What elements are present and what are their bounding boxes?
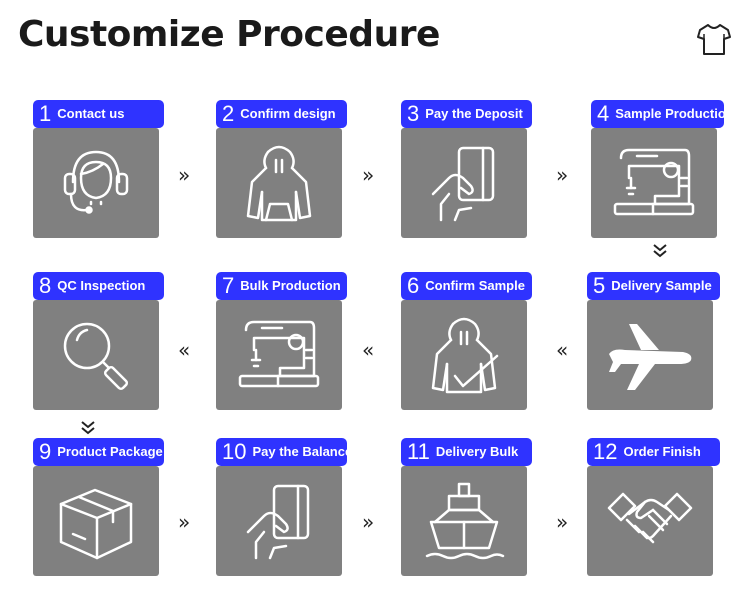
- step-6: 6 Confirm Sample: [401, 272, 532, 410]
- arrow-right: »: [556, 510, 569, 534]
- step-title: Sample Production: [615, 106, 734, 121]
- hoodie-icon: [246, 145, 312, 222]
- step-label: 3 Pay the Deposit: [401, 100, 532, 128]
- step-7: 7 Bulk Production: [216, 272, 347, 410]
- step-card: [401, 466, 527, 576]
- step-label: 6 Confirm Sample: [401, 272, 532, 300]
- step-9: 9 Product Package: [33, 438, 164, 576]
- step-number: 5: [593, 273, 606, 298]
- step-title: Bulk Production: [240, 278, 341, 293]
- step-title: Delivery Bulk: [435, 444, 519, 459]
- arrow-right: »: [362, 510, 375, 534]
- step-title: QC Inspection: [57, 278, 146, 293]
- tshirt-icon: [697, 24, 731, 55]
- arrow-left: «: [556, 338, 569, 362]
- arrow-right: »: [362, 163, 375, 187]
- step-card: [401, 128, 527, 238]
- step-card: [216, 466, 342, 576]
- step-number: 9: [39, 439, 52, 464]
- sewing-machine-icon: [238, 320, 320, 388]
- step-10: 10 Pay the Balance: [216, 438, 352, 576]
- step-title: Confirm Sample: [425, 278, 525, 293]
- step-card: [591, 128, 717, 238]
- step-card: [33, 300, 159, 410]
- box-icon: [59, 488, 133, 560]
- step-2: 2 Confirm design: [216, 100, 347, 238]
- step-number: 11: [407, 439, 430, 464]
- arrow-down: [80, 420, 96, 441]
- step-label: 11 Delivery Bulk: [401, 438, 532, 466]
- step-title: Confirm design: [240, 106, 336, 121]
- arrow-right: »: [556, 163, 569, 187]
- step-label: 1 Contact us: [33, 100, 164, 128]
- step-label: 12 Order Finish: [587, 438, 720, 466]
- step-label: 10 Pay the Balance: [216, 438, 352, 466]
- hand-card-icon: [431, 146, 495, 222]
- magnifier-icon: [63, 322, 129, 391]
- arrow-right: »: [178, 163, 191, 187]
- step-title: Contact us: [57, 106, 125, 121]
- airplane-icon: [609, 324, 692, 390]
- ship-icon: [425, 482, 505, 560]
- page-title: Customize Procedure: [18, 14, 440, 55]
- step-number: 12: [593, 439, 618, 464]
- step-1: 1 Contact us: [33, 100, 164, 238]
- step-card: [33, 466, 159, 576]
- step-title: Pay the Deposit: [425, 106, 523, 121]
- hoodie-check-icon: [431, 317, 499, 394]
- step-card: [587, 300, 713, 410]
- step-label: 5 Delivery Sample: [587, 272, 720, 300]
- step-number: 8: [39, 273, 52, 298]
- step-5: 5 Delivery Sample: [587, 272, 720, 410]
- step-number: 7: [222, 273, 235, 298]
- step-number: 10: [222, 439, 247, 464]
- step-card: [33, 128, 159, 238]
- step-number: 3: [407, 101, 420, 126]
- step-label: 4 Sample Production: [591, 100, 734, 128]
- step-label: 7 Bulk Production: [216, 272, 347, 300]
- arrow-left: «: [178, 338, 191, 362]
- step-number: 1: [39, 101, 52, 126]
- step-card: [216, 128, 342, 238]
- step-title: Order Finish: [623, 444, 701, 459]
- step-number: 4: [597, 101, 610, 126]
- handshake-icon: [607, 492, 693, 544]
- step-number: 6: [407, 273, 420, 298]
- step-card: [216, 300, 342, 410]
- step-card: [401, 300, 527, 410]
- step-11: 11 Delivery Bulk: [401, 438, 532, 576]
- step-card: [587, 466, 713, 576]
- step-3: 3 Pay the Deposit: [401, 100, 532, 238]
- step-12: 12 Order Finish: [587, 438, 720, 576]
- hand-card-icon: [246, 484, 310, 560]
- step-8: 8 QC Inspection: [33, 272, 164, 410]
- arrow-right: »: [178, 510, 191, 534]
- arrow-down: [652, 243, 668, 264]
- step-label: 2 Confirm design: [216, 100, 347, 128]
- step-number: 2: [222, 101, 235, 126]
- step-label: 9 Product Package: [33, 438, 164, 466]
- step-title: Pay the Balance: [252, 444, 353, 459]
- sewing-machine-icon: [613, 148, 695, 216]
- step-title: Delivery Sample: [611, 278, 712, 293]
- step-title: Product Package: [57, 444, 163, 459]
- step-4: 4 Sample Production: [591, 100, 734, 238]
- headset-icon: [63, 150, 129, 214]
- arrow-left: «: [362, 338, 375, 362]
- step-label: 8 QC Inspection: [33, 272, 164, 300]
